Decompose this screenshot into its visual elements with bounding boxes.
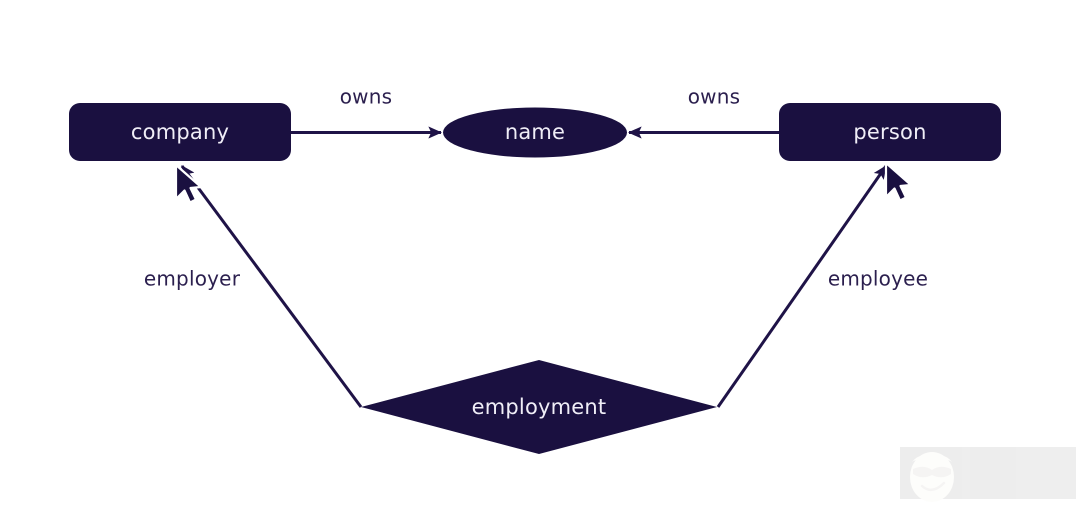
edge-label-owns-left: owns <box>340 85 393 109</box>
edge-company-owns-name: owns <box>291 85 443 139</box>
node-employment-relationship[interactable]: employment <box>361 360 717 454</box>
mouse-cursor-icon-left <box>174 163 203 204</box>
monkey-face-logo-watermark <box>900 447 1076 502</box>
edge-employment-employer-company: employer <box>144 165 363 408</box>
person-entity-label: person <box>853 120 926 144</box>
name-attribute-ellipse[interactable] <box>443 107 627 158</box>
mouse-cursor-icon-right <box>884 161 913 202</box>
person-entity-box[interactable] <box>779 103 1001 161</box>
employment-relationship-diamond[interactable] <box>361 360 717 454</box>
name-attribute-label: name <box>505 120 565 144</box>
employment-relationship-label: employment <box>472 395 607 419</box>
edge-person-owns-name: owns <box>627 85 779 139</box>
edge-label-employer: employer <box>144 267 241 291</box>
company-entity-label: company <box>131 120 229 144</box>
node-company[interactable]: company <box>69 103 291 161</box>
cursor-pointer-over-company <box>174 163 203 204</box>
edge-line-employment-company <box>180 165 363 408</box>
cursor-pointer-over-person <box>884 161 913 202</box>
node-name-attribute[interactable]: name <box>443 107 627 158</box>
node-person[interactable]: person <box>779 103 1001 161</box>
monkey-face-icon <box>910 452 954 502</box>
company-entity-box[interactable] <box>69 103 291 161</box>
watermark-background <box>900 447 1076 499</box>
edge-label-owns-right: owns <box>688 85 741 109</box>
edge-employment-employee-person: employee <box>716 165 928 408</box>
edge-label-employee: employee <box>828 267 928 291</box>
edge-line-employment-person <box>716 165 888 408</box>
